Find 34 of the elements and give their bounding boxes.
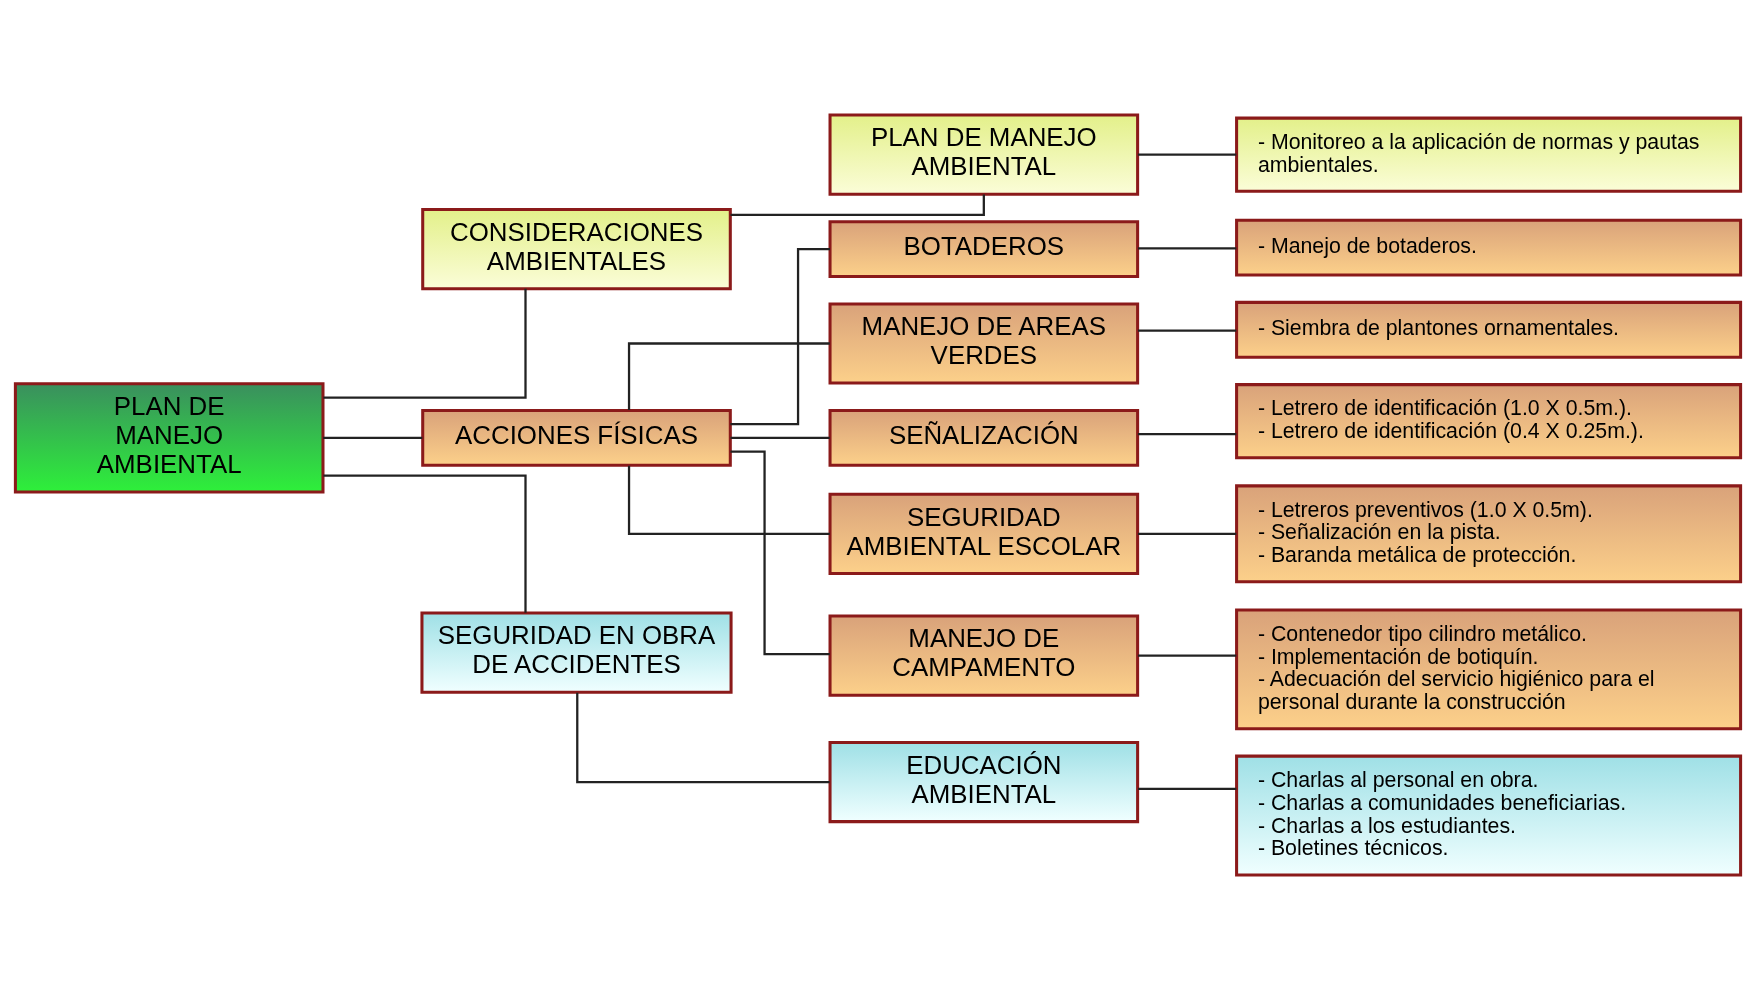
connector — [1137, 654, 1236, 657]
connector — [1137, 432, 1236, 435]
connector — [1137, 246, 1236, 249]
node-box: MANEJO DE CAMPAMENTO — [828, 614, 1139, 697]
connector — [730, 436, 830, 439]
node-box: - Contenedor tipo cilindro metálico. - Implementación de botiquín. - Adecuación del servicio higiénico para el personal durante la construcción — [1234, 607, 1742, 730]
node-box: SEGURIDAD EN OBRA DE ACCIDENTES — [419, 611, 733, 694]
node-box: - Monitoreo a la aplicación de normas y pautas ambientales. — [1234, 116, 1742, 193]
node-box: MANEJO DE AREAS VERDES — [828, 301, 1139, 385]
node-box: - Manejo de botaderos. — [1234, 218, 1742, 276]
node-box: BOTADEROS — [828, 219, 1139, 278]
connector — [1137, 328, 1236, 332]
connector — [627, 341, 830, 410]
connector — [1137, 532, 1236, 535]
connector — [322, 288, 527, 399]
node-box: EDUCACIÓN AMBIENTAL — [828, 740, 1139, 823]
connector — [730, 449, 830, 655]
node-box: SEÑALIZACIÓN — [828, 408, 1139, 467]
node-box: - Charlas al personal en obra. - Charlas a comunidades beneficiarias. - Charlas a los estudiantes. - Boletines técnicos. — [1234, 754, 1742, 876]
node-box: - Letrero de identificación (1.0 X 0.5m.). - Letrero de identificación (0.4 X 0.25m.). — [1234, 382, 1742, 459]
node-box: ACCIONES FÍSICAS — [420, 408, 732, 467]
connector — [322, 473, 527, 613]
node-box: PLAN DE MANEJO AMBIENTAL — [13, 381, 324, 493]
connector — [627, 465, 830, 535]
node-box: PLAN DE MANEJO AMBIENTAL — [828, 113, 1139, 196]
node-box: - Siembra de plantones ornamentales. — [1234, 300, 1742, 359]
connector — [575, 692, 830, 783]
connector — [1137, 153, 1236, 156]
node-box: CONSIDERACIONES AMBIENTALES — [420, 207, 732, 290]
node-box: SEGURIDAD AMBIENTAL ESCOLAR — [828, 492, 1139, 575]
node-box: - Letreros preventivos (1.0 X 0.5m). - Señalización en la pista. - Baranda metálica de protección. — [1234, 483, 1742, 583]
connector — [729, 247, 830, 425]
connector — [1137, 787, 1236, 790]
connector — [322, 436, 422, 439]
